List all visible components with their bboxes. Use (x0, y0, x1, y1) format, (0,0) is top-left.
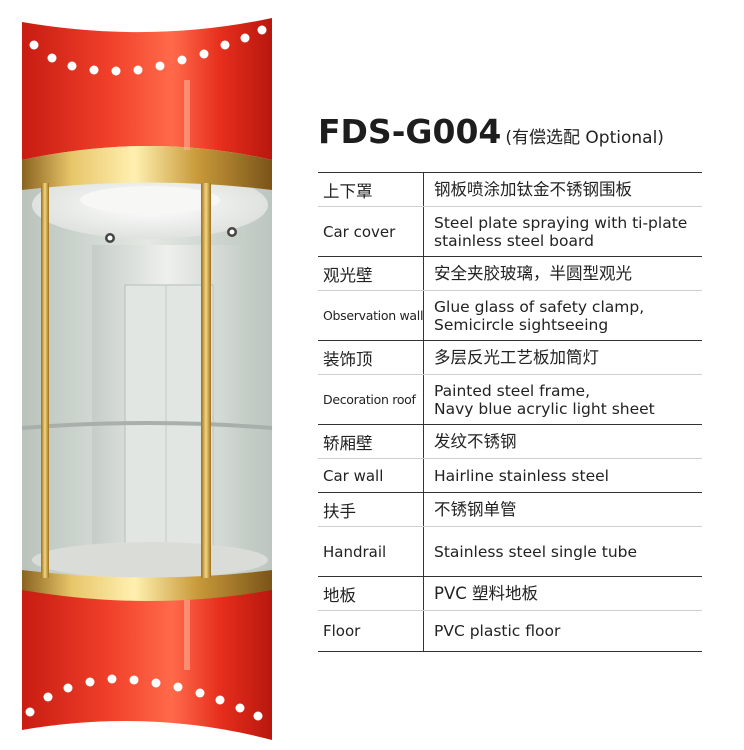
spec-value-zh: 不锈钢单管 (434, 499, 517, 519)
spec-value-en: Stainless steel single tube (434, 542, 638, 561)
spec-label-zh: 观光壁 (318, 257, 424, 290)
spec-row-en: Car cover Steel plate spraying with ti-p… (318, 207, 702, 257)
spec-value-en: Hairline stainless steel (434, 466, 609, 485)
spec-row-zh: 地板 PVC 塑料地板 (318, 577, 702, 611)
spec-row-zh: 观光壁 安全夹胶玻璃，半圆型观光 (318, 257, 702, 291)
spec-label-zh: 扶手 (318, 493, 424, 526)
spec-value-zh: 多层反光工艺板加筒灯 (434, 347, 599, 367)
spec-label-en: Car cover (318, 207, 424, 256)
spec-row-zh: 上下罩 钢板喷涂加钛金不锈钢围板 (318, 173, 702, 207)
elevator-cabin-image (21, 18, 273, 740)
spec-label-en: Floor (318, 611, 424, 651)
spec-row-en: Car wall Hairline stainless steel (318, 459, 702, 493)
spec-value-en: PVC plastic floor (434, 622, 561, 640)
optional-note: (有偿选配 Optional) (505, 128, 664, 148)
spec-row-zh: 装饰顶 多层反光工艺板加筒灯 (318, 341, 702, 375)
spec-label-en: Observation wall (318, 291, 424, 340)
spec-table: 上下罩 钢板喷涂加钛金不锈钢围板 Car cover Steel plate s… (318, 172, 702, 652)
spec-value-en: Glue glass of safety clamp, Semicircle s… (434, 297, 645, 334)
spec-value-zh: 发纹不锈钢 (434, 431, 517, 451)
spec-row-zh: 轿厢壁 发纹不锈钢 (318, 425, 702, 459)
title-row: FDS-G004 (有偿选配 Optional) (318, 112, 702, 172)
spec-value-en: Steel plate spraying with ti-plate stain… (434, 213, 688, 250)
spec-label-zh: 轿厢壁 (318, 425, 424, 458)
spec-row-zh: 扶手 不锈钢单管 (318, 493, 702, 527)
spec-panel: FDS-G004 (有偿选配 Optional) 上下罩 钢板喷涂加钛金不锈钢围… (318, 112, 702, 652)
spec-label-zh: 上下罩 (318, 173, 424, 206)
spec-row-en: Floor PVC plastic floor (318, 611, 702, 652)
spec-value-zh: 安全夹胶玻璃，半圆型观光 (434, 263, 632, 283)
spec-row-en: Observation wall Glue glass of safety cl… (318, 291, 702, 341)
spec-row-en: Decoration roof Painted steel frame, Nav… (318, 375, 702, 425)
spec-label-zh: 地板 (318, 577, 424, 610)
spec-row-en: Handrail Stainless steel single tube (318, 527, 702, 577)
spec-label-en: Handrail (318, 527, 424, 576)
model-title: FDS-G004 (318, 112, 502, 151)
spec-label-en: Decoration roof (318, 375, 424, 424)
spec-value-en: Painted steel frame, Navy blue acrylic l… (434, 381, 655, 418)
spec-value-zh: 钢板喷涂加钛金不锈钢围板 (434, 179, 632, 199)
spec-value-zh: PVC 塑料地板 (434, 583, 539, 603)
spec-label-en: Car wall (318, 459, 424, 492)
spec-label-zh: 装饰顶 (318, 341, 424, 374)
